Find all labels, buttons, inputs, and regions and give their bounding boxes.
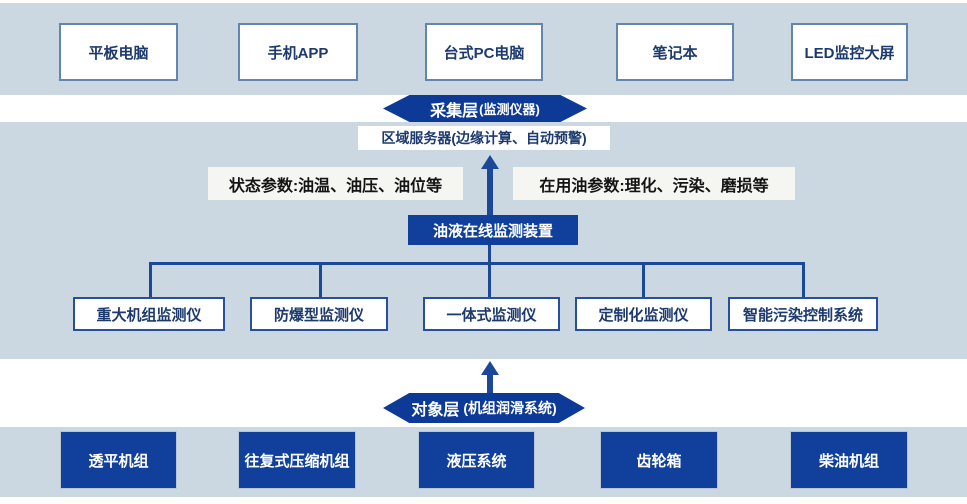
up-arrow-object-head [481, 361, 499, 375]
device-box-laptop: 笔记本 [616, 23, 734, 81]
collection-layer-banner-sub: (监测仪器) [479, 102, 540, 117]
up-arrow-server-head [481, 155, 499, 169]
collection-layer-banner-title: 采集层 [430, 102, 479, 120]
equipment-box-reciprocating-compressor: 往复式压缩机组 [238, 431, 356, 489]
monitor-box-major-unit: 重大机组监测仪 [73, 297, 225, 331]
equipment-box-diesel-unit: 柴油机组 [790, 431, 908, 489]
connector-drop-4 [642, 262, 645, 298]
device-box-phone-app: 手机APP [238, 23, 358, 81]
connector-drop-5 [802, 262, 805, 298]
device-box-tablet: 平板电脑 [59, 23, 178, 81]
connector-drop-2 [319, 262, 322, 298]
object-layer-banner-title: 对象层 [411, 402, 460, 419]
oil-params-label: 在用油参数:理化、污染、磨损等 [513, 167, 795, 200]
regional-server-box: 区域服务器(边缘计算、自动预警) [358, 126, 610, 150]
object-layer-banner: 对象层(机组润滑系统) [383, 393, 585, 423]
monitor-box-customized: 定制化监测仪 [575, 297, 712, 331]
collection-layer-banner: 采集层(监测仪器) [383, 95, 587, 122]
equipment-box-hydraulic-system: 液压系统 [418, 431, 535, 489]
connector-drop-3 [488, 262, 491, 298]
online-monitor-device-box: 油液在线监测装置 [408, 215, 578, 245]
equipment-box-gearbox: 齿轮箱 [600, 431, 718, 489]
monitor-box-pollution-control: 智能污染控制系统 [728, 297, 878, 331]
equipment-box-turbine: 透平机组 [60, 431, 177, 489]
connector-horizontal [149, 262, 805, 265]
connector-drop-1 [149, 262, 152, 298]
up-arrow-server-shaft [487, 168, 493, 215]
status-params-label: 状态参数:油温、油压、油位等 [208, 167, 463, 200]
up-arrow-object-shaft [487, 374, 493, 393]
monitor-box-explosion-proof: 防爆型监测仪 [250, 297, 388, 331]
device-box-led-screen: LED监控大屏 [791, 23, 908, 81]
monitor-box-integrated: 一体式监测仪 [423, 297, 560, 331]
connector-center-drop [488, 245, 491, 265]
device-box-desktop-pc: 台式PC电脑 [425, 23, 543, 81]
object-layer-banner-sub: (机组润滑系统) [463, 400, 557, 416]
